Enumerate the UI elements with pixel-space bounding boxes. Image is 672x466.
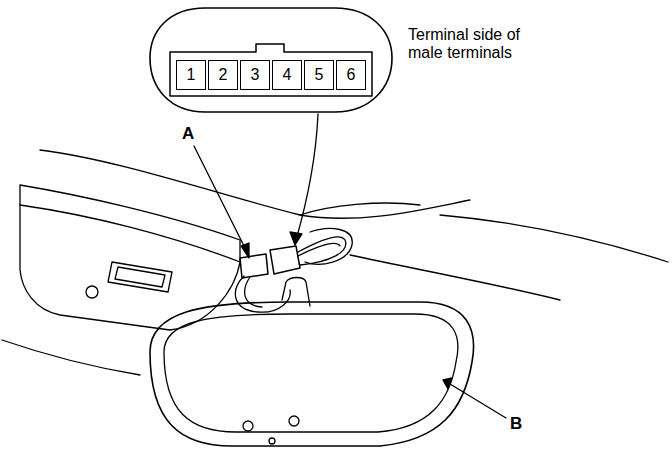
pin-number: 1 xyxy=(187,67,196,83)
pin-number: 2 xyxy=(219,67,228,83)
leader-line xyxy=(450,384,506,418)
leader-line xyxy=(194,146,248,254)
headliner-line xyxy=(350,255,560,300)
headliner-hole xyxy=(305,228,352,264)
pin-number: 3 xyxy=(251,67,260,83)
pin-number: 4 xyxy=(283,67,292,83)
mirror-button xyxy=(289,416,299,426)
connector-face xyxy=(170,44,372,96)
callout-arrowhead xyxy=(290,232,302,245)
callout-letter: B xyxy=(510,414,522,434)
headliner-line xyxy=(2,340,140,375)
harness-wire xyxy=(298,244,340,256)
leader-arrowhead xyxy=(443,378,452,389)
terminal-cell: 5 xyxy=(304,60,334,90)
console-lens xyxy=(108,262,172,292)
terminal-cell: 6 xyxy=(336,60,366,90)
overhead-console xyxy=(20,185,240,330)
console-lens xyxy=(115,267,165,287)
pin-number: 5 xyxy=(315,67,324,83)
headliner-line xyxy=(440,215,668,262)
callout-letter: A xyxy=(182,124,194,144)
headliner-line xyxy=(300,203,420,215)
mirror-sensor xyxy=(269,438,275,444)
terminal-cell: 2 xyxy=(208,60,238,90)
harness-connector xyxy=(270,246,300,274)
mirror-button xyxy=(243,421,253,431)
callout-arrow xyxy=(296,114,318,240)
terminal-cell: 1 xyxy=(176,60,206,90)
pin-number: 6 xyxy=(347,67,356,83)
caption-note: Terminal side of male terminals xyxy=(408,26,540,63)
leader-arrowhead xyxy=(241,243,249,258)
callout-outline xyxy=(150,8,392,112)
console-button xyxy=(86,286,98,298)
mirror-glass xyxy=(164,314,458,432)
terminal-cell: 4 xyxy=(272,60,302,90)
mirror-wire xyxy=(235,276,290,312)
harness-wire xyxy=(298,237,346,265)
headliner-line xyxy=(40,150,470,218)
terminal-cell: 3 xyxy=(240,60,270,90)
mirror-connector xyxy=(240,254,268,278)
mirror-body xyxy=(150,302,474,446)
overhead-console xyxy=(20,205,240,262)
